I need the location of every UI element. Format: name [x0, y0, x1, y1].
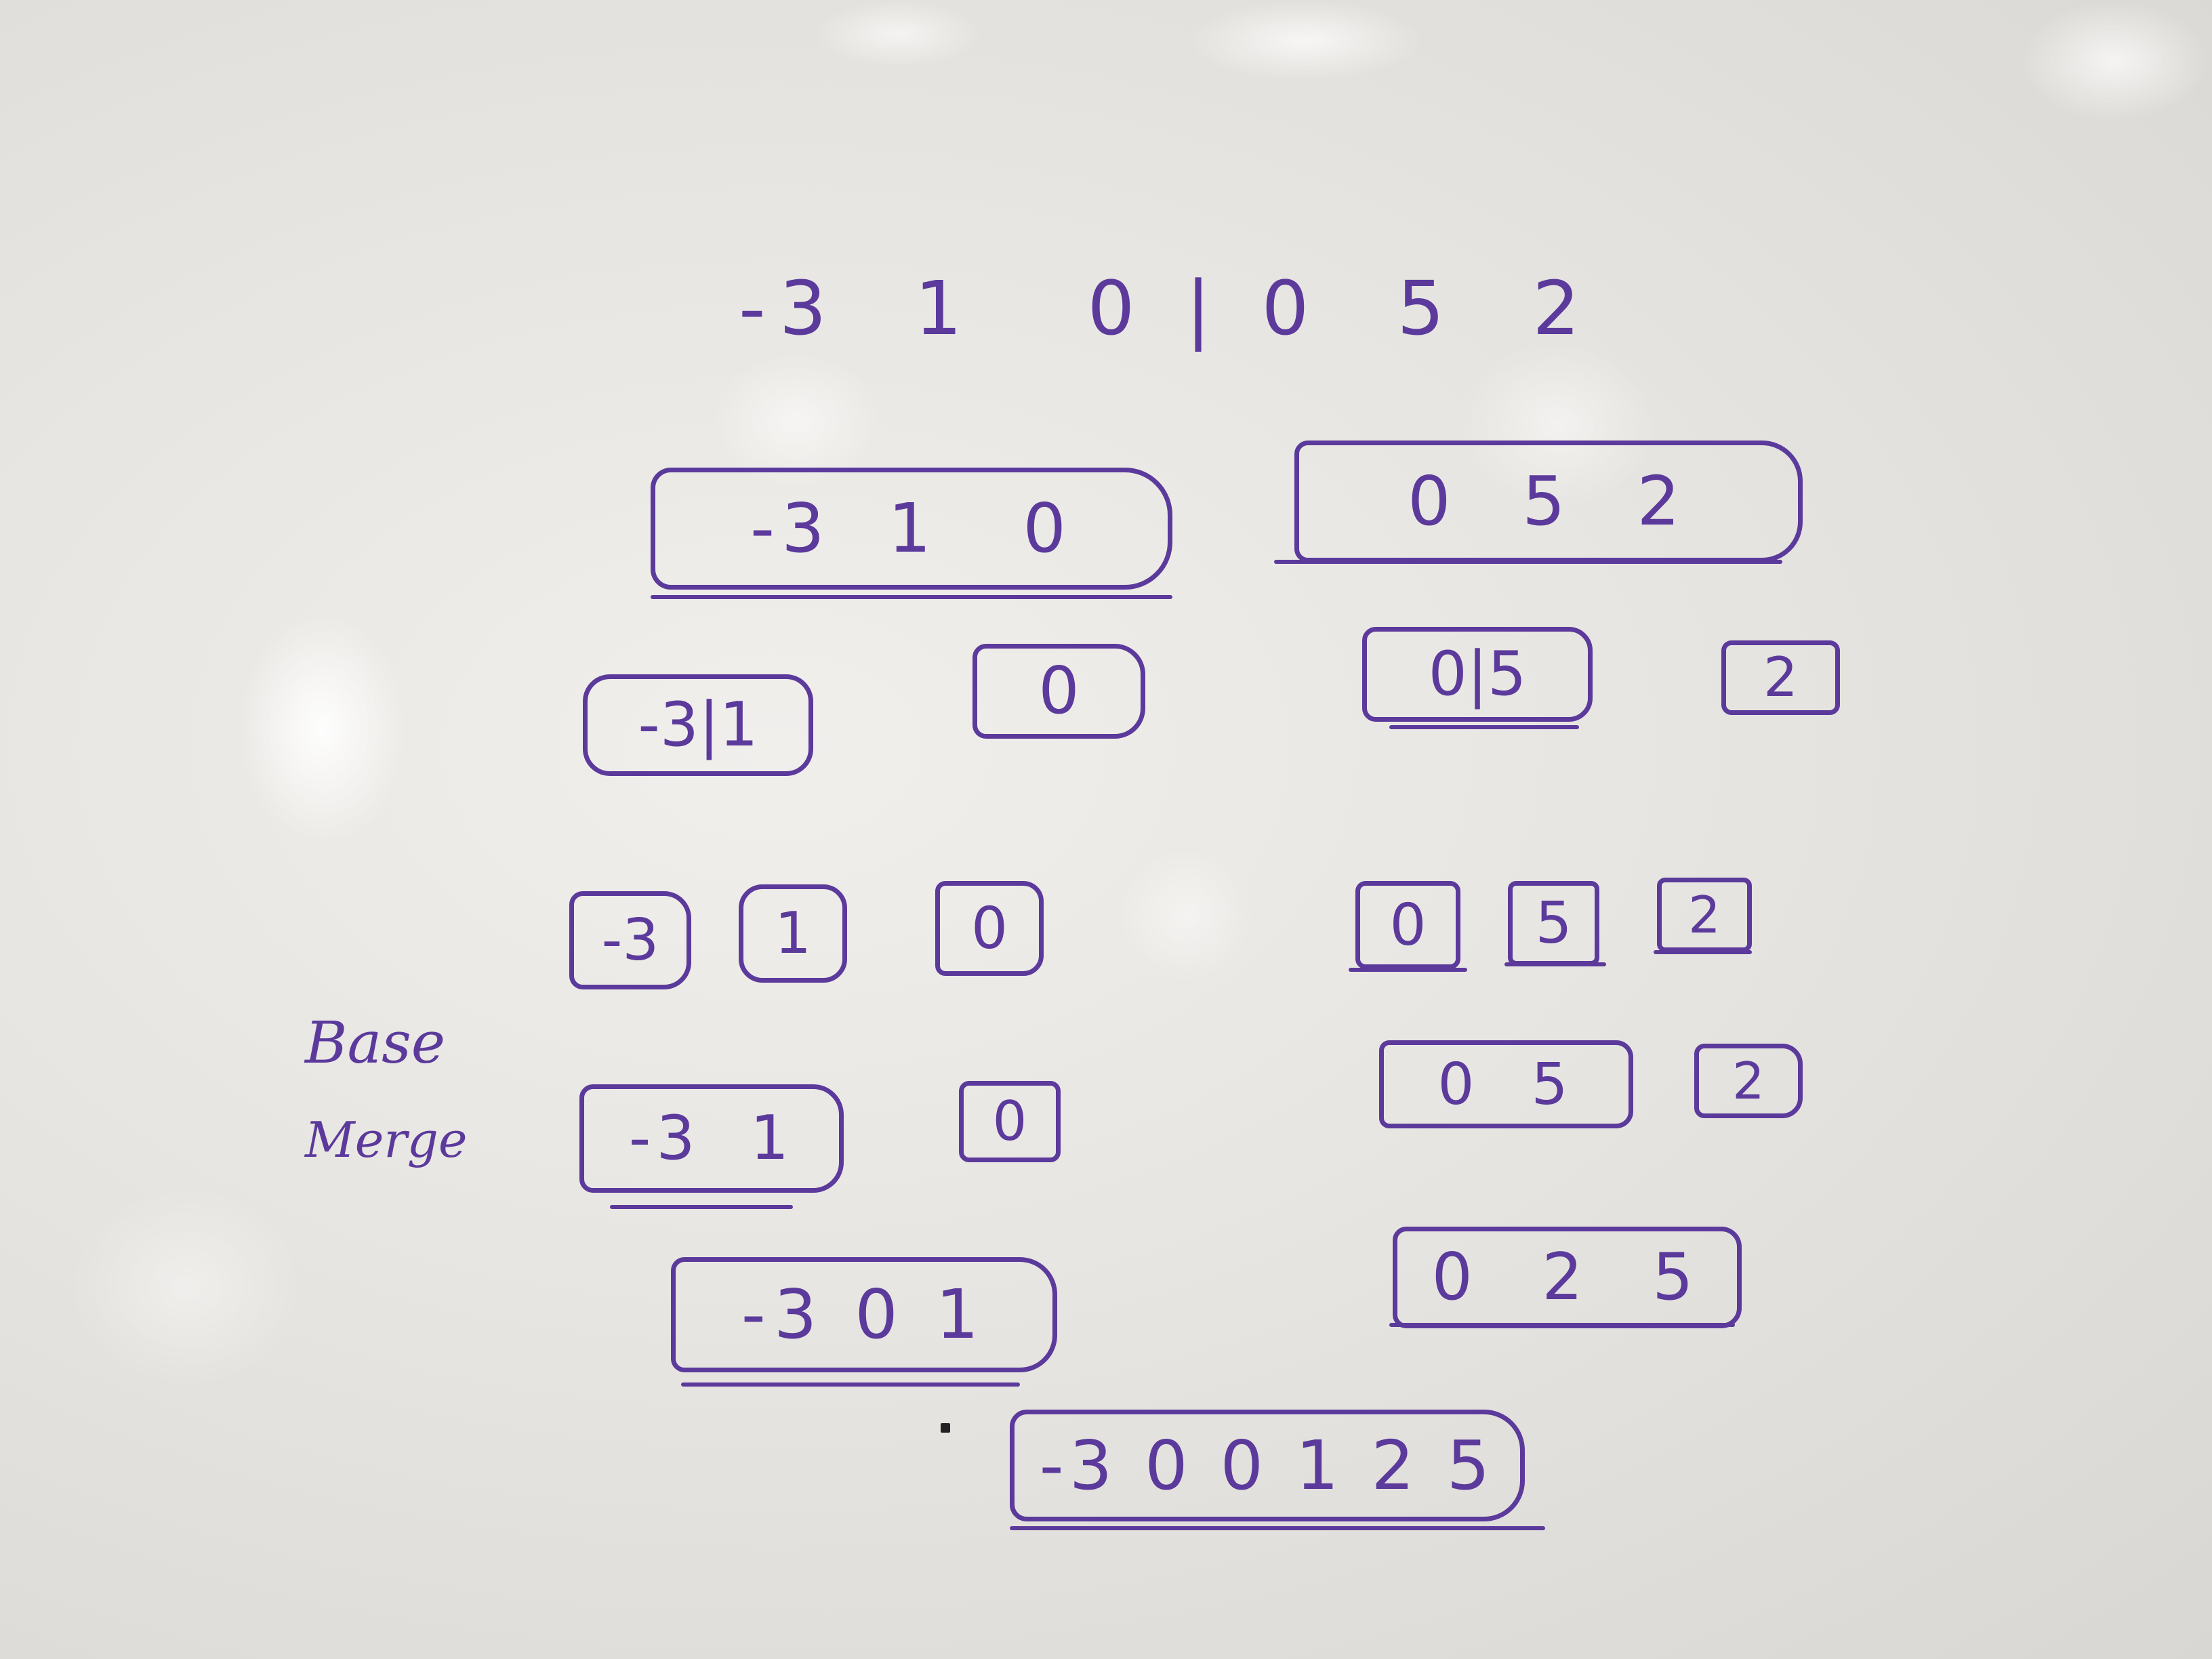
single-box-5: 5	[1508, 881, 1599, 966]
underline	[681, 1382, 1020, 1387]
merge1-values-a: -3 1	[628, 1103, 795, 1174]
split-right-values: 0 5 2	[1407, 462, 1690, 541]
single-value-2: 1	[774, 900, 812, 967]
merge2-box-left: -3 0 1	[671, 1257, 1057, 1372]
underline	[1654, 950, 1752, 954]
underline	[610, 1205, 793, 1209]
merge1-box-d: 2	[1694, 1044, 1803, 1118]
underline	[651, 595, 1172, 599]
level2-values-b: 0	[1038, 653, 1080, 729]
underline	[1349, 968, 1467, 972]
single-value-5: 5	[1535, 890, 1572, 957]
merge2-values-left: -3 0 1	[741, 1275, 987, 1354]
split-left-box: -3 1 0	[651, 468, 1172, 590]
merge1-box-a: -3 1	[579, 1084, 844, 1193]
level2-box-a: -3|1	[583, 674, 813, 776]
merge1-box-c: 0 5	[1379, 1040, 1633, 1128]
split-right-box: 0 5 2	[1294, 441, 1803, 562]
underline	[1010, 1526, 1545, 1530]
merge2-values-right: 0 2 5	[1431, 1240, 1703, 1315]
merge2-box-right: 0 2 5	[1393, 1227, 1742, 1328]
marker-dot	[941, 1423, 950, 1433]
glare	[2020, 0, 2209, 122]
final-values: -3 0 0 1 2 5	[1039, 1425, 1496, 1505]
merge1-values-b: 0	[992, 1090, 1027, 1153]
single-value-1: -3	[601, 907, 659, 974]
merge1-values-d: 2	[1732, 1050, 1765, 1111]
original-array: -3 1 0 | 0 5 2	[739, 265, 1594, 352]
single-box-4: 0	[1355, 881, 1460, 969]
level2-box-c: 0|5	[1362, 627, 1593, 722]
single-box-1: -3	[569, 891, 691, 989]
glare	[237, 610, 407, 847]
merge1-box-b: 0	[959, 1081, 1061, 1162]
underline	[1389, 1323, 1735, 1327]
merge1-values-c: 0 5	[1437, 1050, 1575, 1118]
level2-values-c: 0|5	[1428, 638, 1527, 710]
single-value-4: 0	[1389, 891, 1427, 959]
underline	[1389, 725, 1579, 729]
single-box-3: 0	[935, 881, 1044, 976]
glare	[813, 0, 983, 68]
single-box-6: 2	[1657, 878, 1752, 952]
level2-values-d: 2	[1763, 646, 1798, 709]
underline	[1504, 962, 1606, 966]
single-value-3: 0	[970, 895, 1008, 962]
underline	[1274, 560, 1782, 564]
glare	[68, 1186, 305, 1389]
single-box-2: 1	[739, 884, 847, 983]
single-value-6: 2	[1688, 884, 1721, 945]
base-label: Base	[305, 1010, 446, 1077]
glare	[1186, 0, 1423, 81]
final-box: -3 0 0 1 2 5	[1010, 1410, 1525, 1521]
split-left-values: -3 1 0	[750, 489, 1073, 568]
level2-box-d: 2	[1721, 640, 1840, 715]
merge-label: Merge	[305, 1111, 468, 1168]
glare	[1118, 847, 1254, 983]
level2-box-b: 0	[972, 644, 1145, 739]
level2-values-a: -3|1	[638, 689, 758, 760]
